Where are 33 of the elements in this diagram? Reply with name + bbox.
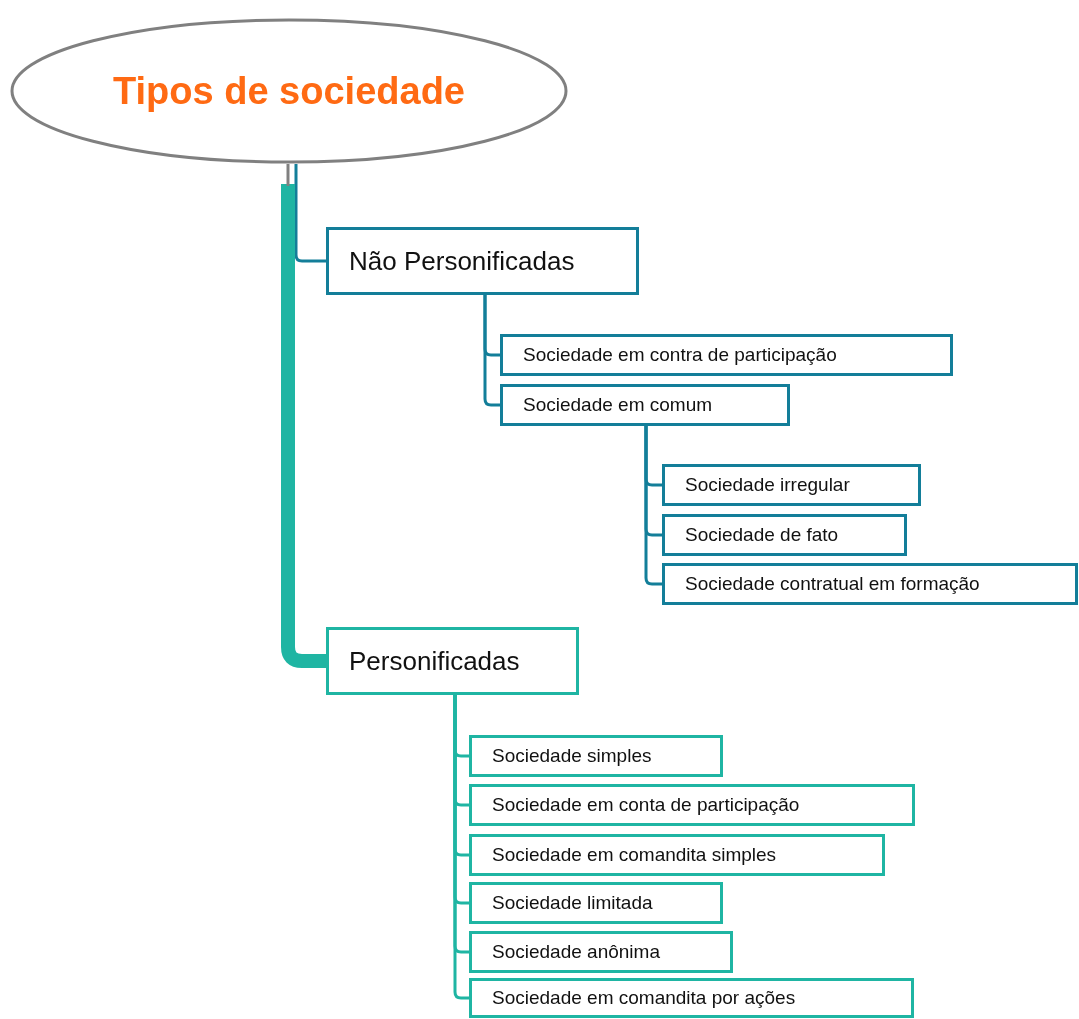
topic-text: Sociedade anônima (492, 941, 660, 963)
title-text: Tipos de sociedade (113, 69, 465, 113)
topic-text: Sociedade em conta de participação (492, 794, 800, 816)
topic-box (662, 514, 907, 556)
topic-box (469, 978, 914, 1018)
topic-box (469, 735, 723, 777)
topic-box (662, 563, 1078, 605)
topic-box (500, 334, 953, 376)
topic-text: Sociedade contratual em formação (685, 573, 980, 595)
topic-box (469, 784, 915, 826)
topic-text: Não Personificadas (349, 245, 575, 277)
topic-text: Sociedade irregular (685, 474, 850, 496)
topic-text: Personificadas (349, 645, 520, 677)
topic-text: Sociedade em contra de participação (523, 344, 837, 366)
connector (644, 426, 662, 586)
topic-text: Sociedade em comum (523, 394, 713, 416)
topic-box (469, 931, 733, 973)
thick-connector (281, 164, 326, 668)
topic-text: Sociedade em comandita simples (492, 844, 777, 866)
connector (453, 695, 469, 1000)
topic-box (326, 227, 639, 295)
title-ellipse (10, 18, 568, 164)
topic-box (662, 464, 921, 506)
connector (294, 164, 326, 263)
topic-box (500, 384, 790, 426)
topic-text: Sociedade simples (492, 745, 652, 767)
topic-box (326, 627, 579, 695)
topic-box (469, 834, 885, 876)
topic-box (469, 882, 723, 924)
connector (483, 295, 500, 407)
topic-text: Sociedade em comandita por ações (492, 987, 796, 1009)
topic-text: Sociedade de fato (685, 524, 839, 546)
topic-text: Sociedade limitada (492, 892, 653, 914)
